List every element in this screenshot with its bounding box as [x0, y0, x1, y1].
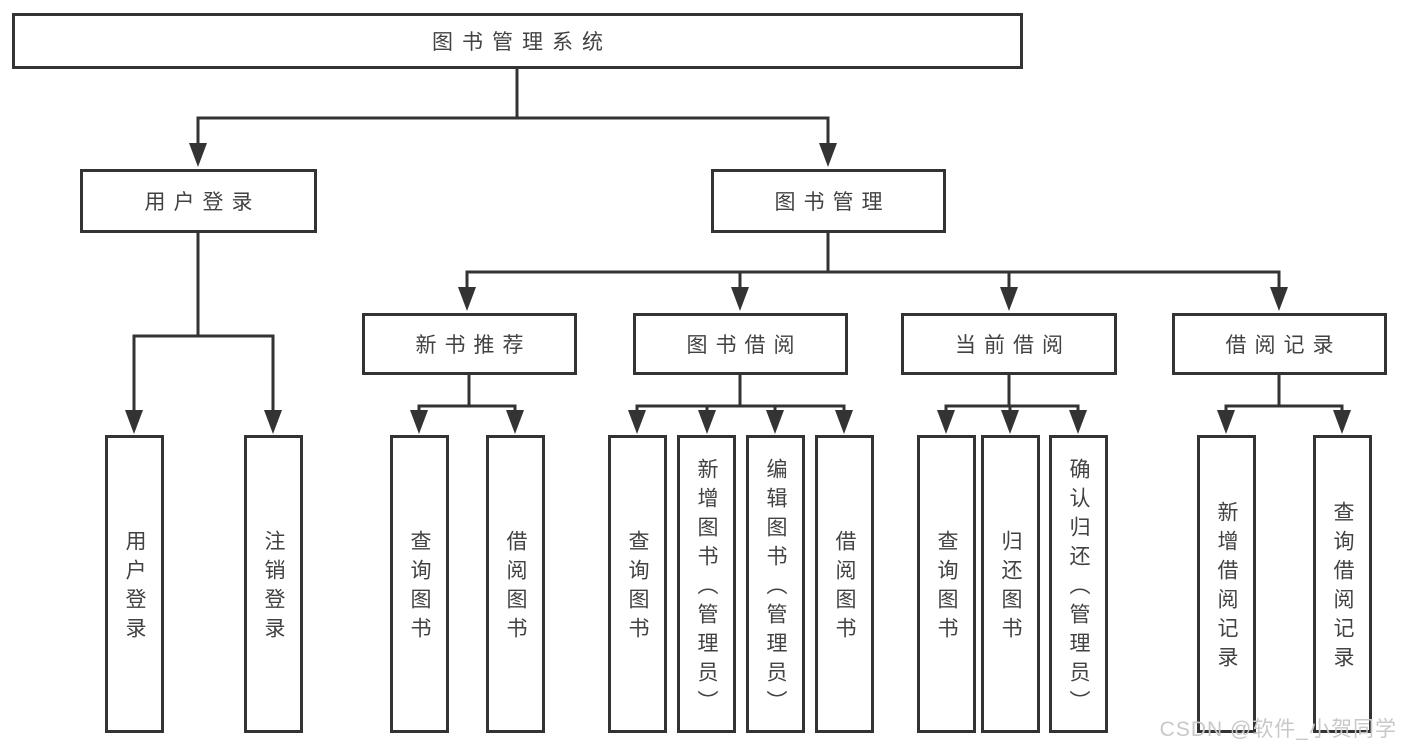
- leaf-confirm-return-admin: 确认归还（管理员）: [1049, 435, 1108, 733]
- leaf-query-borrow-record: 查询借阅记录: [1313, 435, 1372, 733]
- root-node-library-system: 图书管理系统: [12, 13, 1023, 69]
- leaf-label: 查询图书: [626, 530, 649, 646]
- leaf-label: 借阅图书: [504, 530, 527, 646]
- leaf-user-login: 用户登录: [105, 435, 164, 733]
- leaf-add-books-admin: 新增图书（管理员）: [677, 435, 736, 733]
- leaf-borrow-books-borrowing: 借阅图书: [815, 435, 874, 733]
- node-book-borrowing: 图书借阅: [633, 313, 848, 375]
- leaf-query-books-current: 查询图书: [917, 435, 976, 733]
- leaf-edit-books-admin: 编辑图书（管理员）: [746, 435, 805, 733]
- arrowhead-icons: [125, 143, 1351, 434]
- leaf-return-books: 归还图书: [981, 435, 1040, 733]
- node-label: 图书借阅: [686, 334, 803, 357]
- root-node-label: 图书管理系统: [432, 31, 612, 54]
- leaf-label: 归还图书: [999, 530, 1022, 646]
- node-new-book-recommendation: 新书推荐: [362, 313, 577, 375]
- node-label: 新书推荐: [415, 334, 532, 357]
- node-label: 图书管理: [774, 191, 891, 214]
- leaf-label: 查询图书: [935, 530, 958, 646]
- node-book-management: 图书管理: [711, 169, 946, 233]
- leaf-label: 用户登录: [123, 530, 146, 646]
- leaf-label: 注销登录: [262, 530, 285, 646]
- node-label: 用户登录: [144, 191, 261, 214]
- node-current-borrowing: 当前借阅: [901, 313, 1117, 375]
- node-label: 借阅记录: [1225, 334, 1342, 357]
- node-borrowing-records: 借阅记录: [1172, 313, 1387, 375]
- leaf-add-borrow-record: 新增借阅记录: [1197, 435, 1256, 733]
- leaf-query-books-recommend: 查询图书: [390, 435, 449, 733]
- leaf-label: 新增借阅记录: [1215, 501, 1238, 675]
- node-user-login: 用户登录: [80, 169, 317, 233]
- csdn-watermark: CSDN @软件_小贺同学: [1159, 718, 1397, 741]
- leaf-logout-login: 注销登录: [244, 435, 303, 733]
- leaf-query-books-borrowing: 查询图书: [608, 435, 667, 733]
- leaf-label: 编辑图书（管理员）: [764, 457, 787, 719]
- node-label: 当前借阅: [955, 334, 1071, 357]
- leaf-label: 查询图书: [408, 530, 431, 646]
- leaf-label: 确认归还（管理员）: [1067, 457, 1090, 719]
- leaf-borrow-books-recommend: 借阅图书: [486, 435, 545, 733]
- leaf-label: 查询借阅记录: [1331, 501, 1354, 675]
- leaf-label: 借阅图书: [833, 530, 856, 646]
- leaf-label: 新增图书（管理员）: [695, 457, 718, 719]
